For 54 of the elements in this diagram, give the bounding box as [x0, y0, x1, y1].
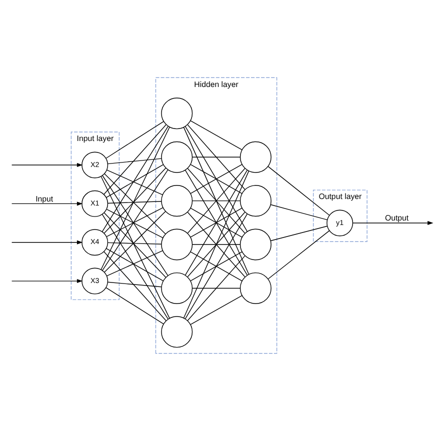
node-circle [161, 228, 193, 260]
connector [106, 164, 164, 198]
connector [184, 213, 248, 320]
connector [106, 170, 163, 196]
node-circle [161, 141, 193, 173]
connector [270, 226, 328, 242]
connector [106, 121, 164, 159]
connector [270, 204, 328, 220]
connector [187, 212, 246, 278]
node-circle [240, 272, 272, 304]
connector [268, 166, 330, 216]
node-circle [240, 141, 272, 173]
connector [184, 170, 248, 276]
connector [192, 200, 240, 202]
connector [107, 200, 162, 204]
connector [106, 287, 164, 324]
cluster: Hidden layer [155, 77, 278, 354]
connector [190, 120, 242, 150]
connector [102, 126, 168, 232]
connector [183, 170, 250, 318]
node-circle [161, 98, 193, 130]
connector [190, 295, 242, 325]
connector [104, 124, 166, 195]
node-circle [161, 185, 193, 217]
arrow [11, 240, 83, 244]
node-circle [161, 316, 193, 348]
connector [183, 127, 250, 275]
connector [192, 288, 240, 289]
connector [106, 250, 163, 276]
node-circle [240, 228, 272, 260]
connector [107, 242, 162, 244]
arrow [11, 279, 83, 284]
connector [187, 168, 246, 234]
node-circle [240, 185, 272, 217]
connector [192, 244, 240, 245]
connector [104, 251, 166, 321]
connector [102, 214, 168, 320]
connector [106, 248, 164, 282]
connector [100, 176, 170, 319]
connector [187, 256, 246, 321]
edge-label: Input [36, 194, 54, 204]
connector [184, 126, 248, 232]
connector [100, 126, 170, 270]
connector [268, 230, 330, 280]
connector [190, 164, 242, 194]
arrow [11, 202, 83, 206]
node-circle [161, 272, 193, 304]
connector [107, 282, 162, 288]
arrow [352, 221, 434, 226]
connector [187, 124, 246, 190]
arrow [11, 162, 83, 167]
edge-label: Output [384, 214, 409, 223]
connector [107, 158, 162, 164]
connector [192, 156, 240, 158]
